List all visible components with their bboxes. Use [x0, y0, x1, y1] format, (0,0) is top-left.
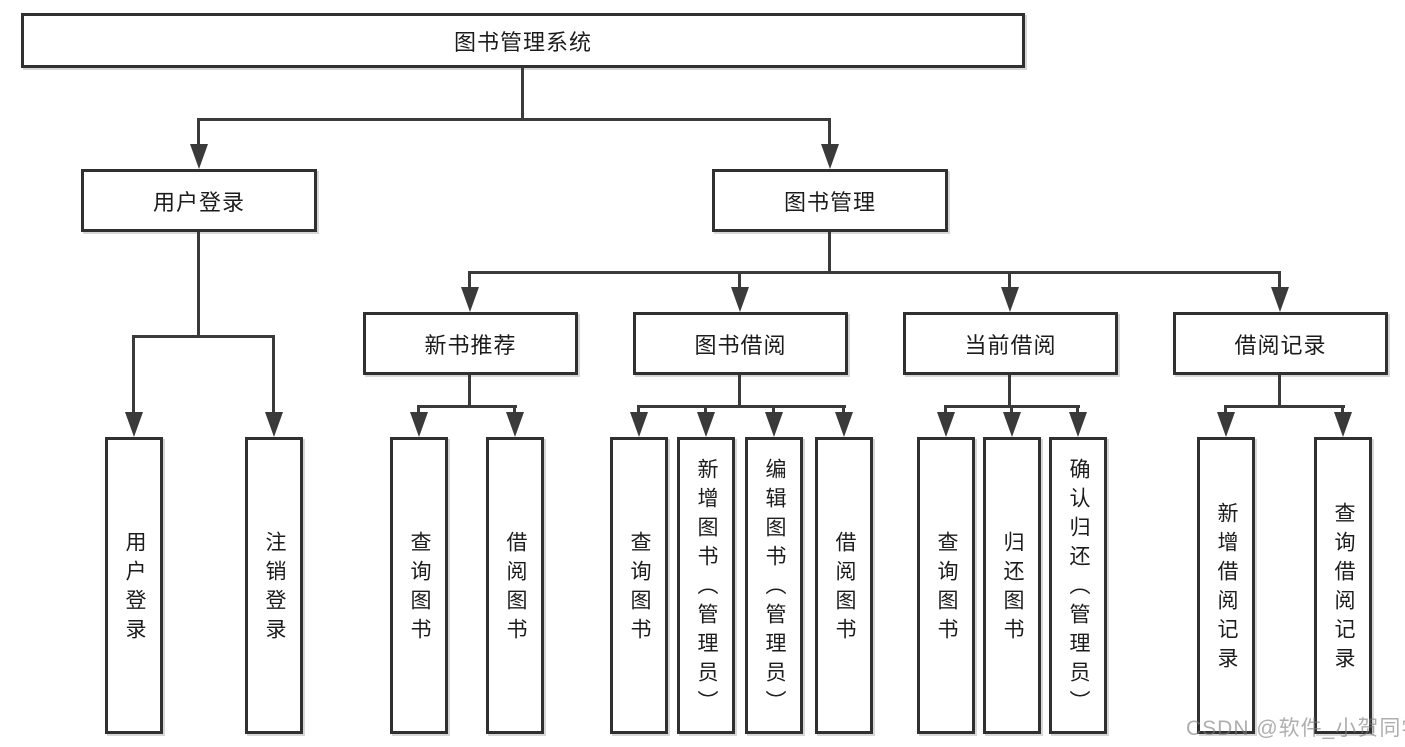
connector-line: [1278, 375, 1281, 408]
node-borrow-records: 借阅记录: [1173, 312, 1388, 375]
connector-line: [1010, 405, 1013, 415]
arrowhead-down-icon: [1217, 412, 1235, 437]
connector-line: [842, 405, 845, 415]
connector-line: [272, 335, 275, 415]
connector-line: [1278, 271, 1281, 291]
connector-line: [468, 271, 1281, 274]
leaf-borrow-books: 借阅图书: [815, 437, 873, 734]
node-current-borrow: 当前借阅: [903, 312, 1118, 375]
connector-line: [704, 405, 707, 415]
connector-line: [1008, 271, 1011, 291]
node-book-management: 图书管理: [712, 169, 948, 232]
connector-line: [944, 405, 947, 415]
arrowhead-down-icon: [461, 287, 479, 312]
connector-line: [417, 405, 420, 415]
arrowhead-down-icon: [1069, 412, 1087, 437]
arrowhead-down-icon: [835, 412, 853, 437]
arrowhead-down-icon: [697, 412, 715, 437]
arrowhead-down-icon: [1271, 287, 1289, 312]
leaf-edit-book-admin: 编辑图书（管理员）: [745, 437, 803, 734]
connector-line: [637, 405, 846, 408]
arrowhead-down-icon: [506, 412, 524, 437]
connector-line: [1224, 405, 1227, 415]
arrowhead-down-icon: [265, 412, 283, 437]
leaf-query-borrow-record: 查询借阅记录: [1314, 437, 1372, 734]
leaf-user-login: 用户登录: [105, 437, 163, 734]
arrowhead-down-icon: [190, 144, 208, 169]
connector-line: [637, 405, 640, 415]
leaf-confirm-return-admin: 确认归还（管理员）: [1049, 437, 1107, 734]
connector-line: [132, 335, 135, 415]
arrowhead-down-icon: [630, 412, 648, 437]
connector-line: [197, 118, 831, 121]
connector-line: [513, 405, 516, 415]
arrowhead-down-icon: [1003, 412, 1021, 437]
arrowhead-down-icon: [937, 412, 955, 437]
connector-line: [417, 405, 517, 408]
connector-line: [197, 232, 200, 336]
connector-line: [738, 375, 741, 408]
connector-line: [1076, 405, 1079, 415]
arrowhead-down-icon: [125, 412, 143, 437]
connector-line: [828, 232, 831, 274]
connector-line: [772, 405, 775, 415]
connector-line: [521, 68, 524, 120]
csdn-watermark: CSDN @软件_小贺同学: [1186, 717, 1405, 740]
node-new-book-recommend: 新书推荐: [363, 312, 578, 375]
node-user-login: 用户登录: [81, 169, 317, 232]
arrowhead-down-icon: [1334, 412, 1352, 437]
arrowhead-down-icon: [1001, 287, 1019, 312]
arrowhead-down-icon: [765, 412, 783, 437]
arrowhead-down-icon: [731, 287, 749, 312]
arrowhead-down-icon: [410, 412, 428, 437]
leaf-query-books-current: 查询图书: [917, 437, 975, 734]
connector-line: [132, 335, 275, 338]
connector-line: [1008, 375, 1011, 408]
connector-line: [1341, 405, 1344, 415]
leaf-borrow-books-recommend: 借阅图书: [486, 437, 544, 734]
connector-line: [738, 271, 741, 291]
connector-line: [197, 118, 200, 148]
arrowhead-down-icon: [821, 144, 839, 169]
connector-line: [1224, 405, 1345, 408]
leaf-query-books-borrow: 查询图书: [610, 437, 668, 734]
connector-line: [468, 375, 471, 408]
leaf-add-book-admin: 新增图书（管理员）: [677, 437, 735, 734]
leaf-add-borrow-record: 新增借阅记录: [1197, 437, 1255, 734]
leaf-query-books-recommend: 查询图书: [390, 437, 448, 734]
leaf-logout: 注销登录: [245, 437, 303, 734]
connector-line: [468, 271, 471, 291]
node-book-borrow: 图书借阅: [633, 312, 848, 375]
node-root: 图书管理系统: [21, 13, 1025, 68]
leaf-return-book: 归还图书: [983, 437, 1041, 734]
connector-line: [828, 118, 831, 148]
